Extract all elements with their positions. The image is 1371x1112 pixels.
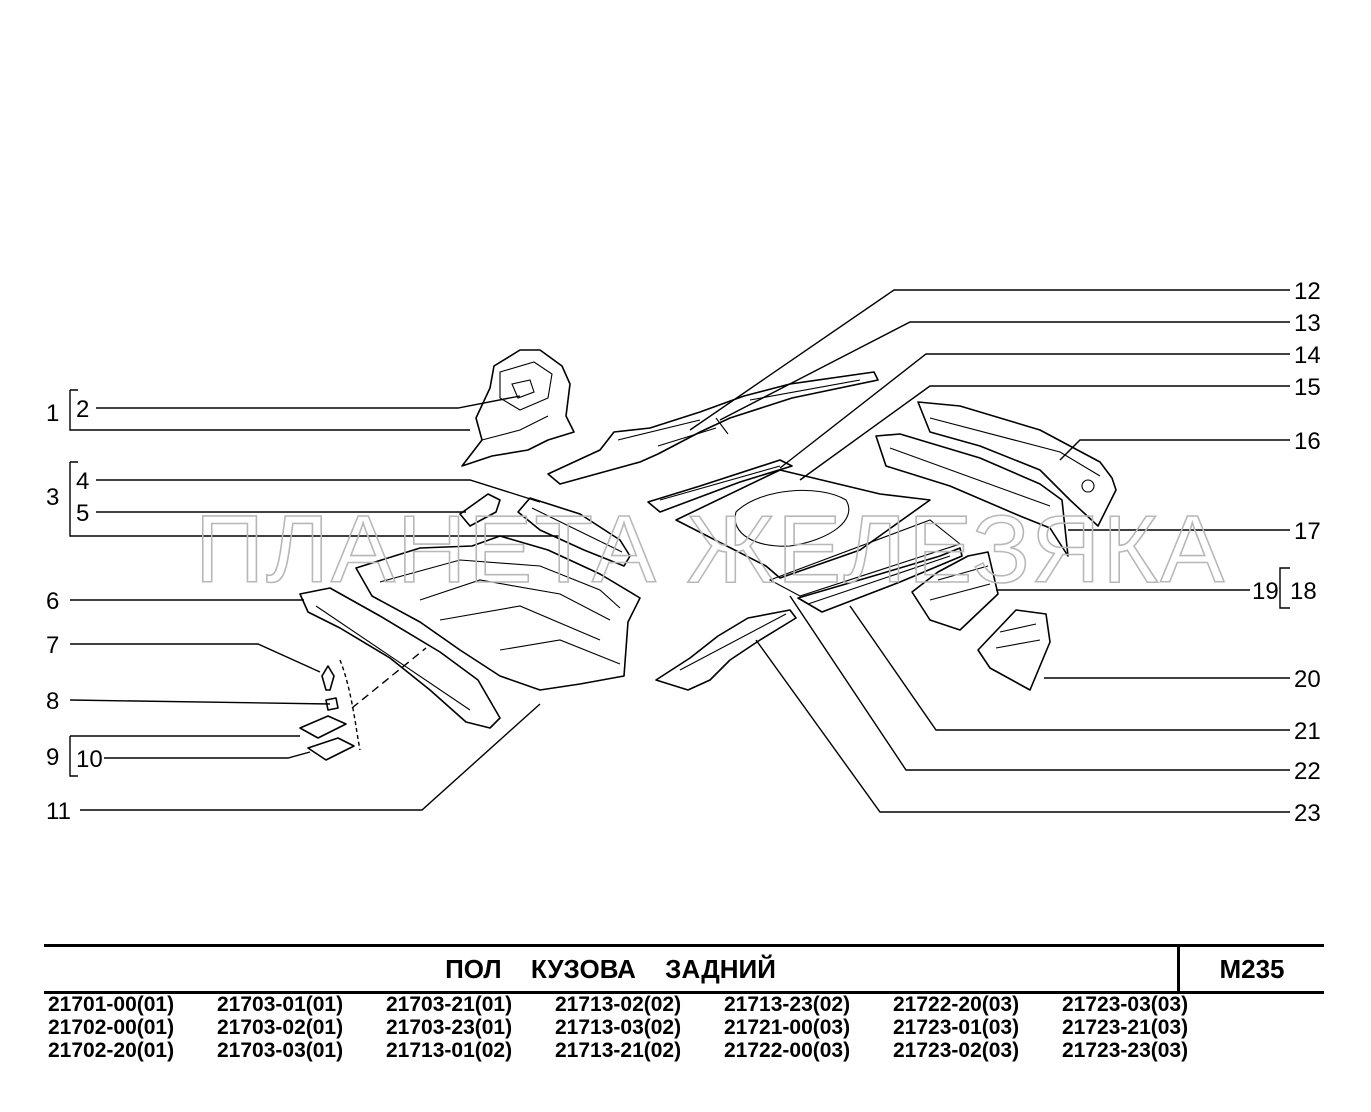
callout-8: 8 — [46, 688, 59, 715]
callout-9: 9 — [46, 744, 59, 771]
callout-20: 20 — [1294, 666, 1321, 693]
model-item: 21723-21(03) — [1062, 1016, 1189, 1039]
model-item: 21702-00(01) — [48, 1016, 175, 1039]
callout-6: 6 — [46, 588, 59, 615]
callout-7: 7 — [46, 632, 59, 659]
callout-16: 16 — [1294, 428, 1321, 455]
callout-23: 23 — [1294, 800, 1321, 827]
callout-22: 22 — [1294, 758, 1321, 785]
part-rear-panel-lower — [875, 433, 1069, 557]
model-item: 21721-00(03) — [724, 1016, 851, 1039]
part-wheel-arch — [461, 349, 575, 467]
model-item: 21713-23(02) — [724, 993, 851, 1016]
model-item: 21702-20(01) — [48, 1039, 175, 1062]
callout-labels: 1 2 3 4 5 6 7 8 9 10 11 12 13 14 15 16 1… — [46, 278, 1321, 827]
part-cross-member-rear — [797, 547, 963, 613]
callout-12: 12 — [1294, 278, 1321, 305]
callout-14: 14 — [1294, 342, 1321, 369]
diagram-title: ПОЛ КУЗОВА ЗАДНИЙ — [44, 947, 1180, 991]
leader-lines — [69, 289, 1290, 813]
part-fasteners — [299, 647, 427, 761]
callout-10: 10 — [76, 746, 103, 773]
part-bracket-rear — [977, 609, 1051, 691]
model-item: 21713-21(02) — [555, 1039, 682, 1062]
part-rear-panel-upper — [917, 401, 1117, 527]
callout-4: 4 — [76, 468, 89, 495]
model-item: 21723-23(03) — [1062, 1039, 1189, 1062]
part-spare-wheel-floor — [675, 469, 962, 597]
callout-21: 21 — [1294, 718, 1321, 745]
model-item: 21703-03(01) — [217, 1039, 344, 1062]
watermark-text: ПЛАНЕТА ЖЕЛЕЗЯКА — [195, 496, 1226, 603]
part-floor-sill — [299, 587, 501, 729]
model-item: 21713-03(02) — [555, 1016, 682, 1039]
model-item: 21723-02(03) — [893, 1039, 1020, 1062]
callout-3: 3 — [46, 484, 59, 511]
part-bracket — [911, 551, 999, 631]
title-row: ПОЛ КУЗОВА ЗАДНИЙ M235 — [44, 944, 1324, 994]
model-item: 21701-00(01) — [48, 993, 175, 1016]
part-small-bracket — [459, 493, 501, 527]
diagram-code: M235 — [1219, 953, 1285, 984]
model-item: 21713-01(02) — [386, 1039, 513, 1062]
model-item: 21723-01(03) — [893, 1016, 1020, 1039]
parts-diagram: ПЛАНЕТА ЖЕЛЕЗЯКА 1 2 3 4 5 6 7 8 9 10 11… — [46, 278, 1321, 827]
model-item: 21703-21(01) — [386, 993, 513, 1016]
model-item: 21722-00(03) — [724, 1039, 851, 1062]
model-item: 21722-20(03) — [893, 993, 1020, 1016]
callout-1: 1 — [46, 400, 59, 427]
model-item: 21703-23(01) — [386, 1016, 513, 1039]
title-block: ПОЛ КУЗОВА ЗАДНИЙ M235 — [44, 944, 1324, 994]
model-item: 21703-01(01) — [217, 993, 344, 1016]
model-list: 21701-00(01) 21703-01(01) 21703-21(01) 2… — [48, 993, 1231, 1062]
callout-19: 19 — [1252, 578, 1279, 605]
callout-18: 18 — [1290, 578, 1317, 605]
callout-17: 17 — [1294, 518, 1321, 545]
model-item: 21723-03(03) — [1062, 993, 1189, 1016]
model-item: 21713-02(02) — [555, 993, 682, 1016]
callout-11: 11 — [46, 798, 71, 825]
part-rear-side-member — [655, 609, 797, 691]
part-side-member — [547, 371, 879, 485]
callout-15: 15 — [1294, 374, 1321, 401]
callout-13: 13 — [1294, 310, 1321, 337]
callout-5: 5 — [76, 500, 89, 527]
part-cross-member-front — [647, 459, 793, 513]
model-item: 21703-02(01) — [217, 1016, 344, 1039]
callout-2: 2 — [76, 396, 89, 423]
part-floor-panel — [355, 535, 641, 691]
